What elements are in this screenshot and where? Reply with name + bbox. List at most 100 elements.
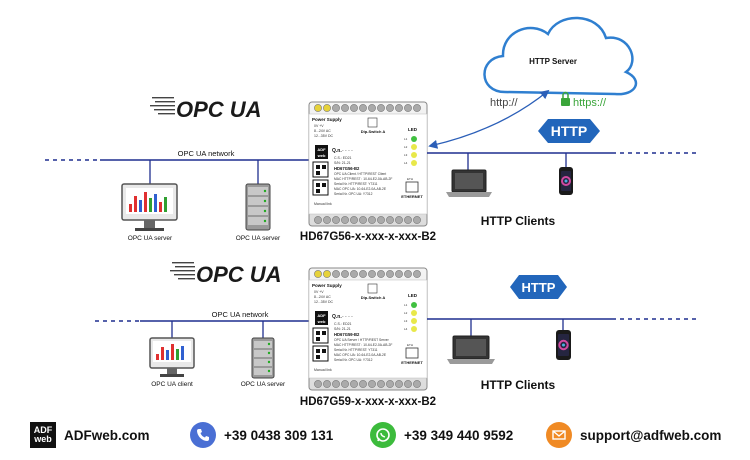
svg-text:LED: LED (408, 127, 418, 132)
svg-text:Power Supply: Power Supply (312, 117, 342, 122)
footer-whatsapp[interactable]: +39 349 440 9592 (370, 422, 513, 448)
https-label: https:// (573, 97, 607, 109)
svg-text:8...24V AC: 8...24V AC (314, 129, 331, 133)
gateway-device: Power Supply 0V +V 8...24V AC 12...35V D… (308, 101, 428, 227)
opcua-logo-top: OPC UA (150, 97, 262, 122)
svg-text:OPC UA Server / HTTP/REST Serv: OPC UA Server / HTTP/REST Server (334, 338, 390, 342)
svg-text:HTTP: HTTP (551, 123, 588, 139)
network-label: OPC UA network (212, 310, 269, 319)
http-clients-label: HTTP Clients (481, 214, 556, 228)
http-badge: HTTP (510, 275, 567, 299)
laptop-icon (446, 169, 492, 197)
svg-text:HD67G59-B2: HD67G59-B2 (334, 332, 360, 337)
footer-phone[interactable]: +39 0438 309 131 (190, 422, 333, 448)
svg-text:ETHERNET: ETHERNET (401, 360, 423, 365)
http-badge: HTTP (538, 119, 600, 143)
cloud-label: HTTP Server (529, 57, 577, 66)
http-label: http:// (490, 97, 518, 109)
email-address[interactable]: support@adfweb.com (580, 427, 722, 443)
svg-text:Serial Nr. HTTP/REST: Y7311: Serial Nr. HTTP/REST: Y7311 (334, 182, 378, 186)
svg-text:HD67G56-B2: HD67G56-B2 (334, 166, 360, 171)
server-rack-icon (245, 183, 271, 231)
svg-text:ETHERNET: ETHERNET (401, 194, 423, 199)
phone-number[interactable]: +39 0438 309 131 (224, 427, 334, 443)
svg-text:- - - -: - - - - (342, 314, 353, 320)
svg-text:L1: L1 (404, 137, 408, 141)
qr-code-icon (312, 327, 329, 344)
laptop-icon (447, 335, 495, 364)
svg-text:Serial Nr. OPC UA: Y7312: Serial Nr. OPC UA: Y7312 (334, 358, 373, 362)
ethernet-port-icon (405, 181, 419, 193)
svg-text:L3: L3 (404, 153, 408, 157)
whatsapp-number[interactable]: +39 349 440 9592 (404, 427, 514, 443)
site-link[interactable]: ADFweb.com (64, 427, 150, 443)
svg-text:12...35V DC: 12...35V DC (314, 300, 334, 304)
lock-icon (561, 91, 570, 106)
svg-text:LED: LED (408, 293, 418, 298)
smartphone-icon (556, 330, 571, 360)
smartphone-icon (559, 167, 573, 195)
svg-text:MAC HTTP/REST : 10-64-E2-0A-AB: MAC HTTP/REST : 10-64-E2-0A-AB-2F (334, 177, 392, 181)
svg-text:HTTP: HTTP (522, 280, 556, 295)
svg-text:Dip-Switch A: Dip-Switch A (361, 295, 386, 300)
device-model-label: HD67G56-x-xxx-x-xxx-B2 (300, 231, 436, 243)
svg-text:Serial Nr. OPC UA: Y7312: Serial Nr. OPC UA: Y7312 (334, 192, 373, 196)
svg-text:L4: L4 (404, 161, 408, 165)
http-clients-label: HTTP Clients (481, 378, 556, 392)
svg-text:web: web (317, 153, 326, 158)
svg-text:12...35V DC: 12...35V DC (314, 134, 334, 138)
svg-text:Q.n.: Q.n. (332, 314, 342, 320)
led-indicators: L1 L2 L3 L4 (404, 302, 417, 332)
svg-text:S/N: 21-21: S/N: 21-21 (334, 161, 351, 165)
svg-text:L3: L3 (404, 319, 408, 323)
server-rack-icon (251, 337, 275, 379)
http-server-cloud: HTTP Server (483, 16, 638, 96)
svg-text:0V +V: 0V +V (314, 124, 324, 128)
svg-text:L2: L2 (404, 311, 408, 315)
opcua-logo-bottom: OPC UA (170, 262, 282, 287)
svg-text:- - - -: - - - - (342, 148, 353, 154)
svg-text:Dip-Switch A: Dip-Switch A (361, 129, 386, 134)
monitor-icon (149, 337, 195, 377)
svg-text:L2: L2 (404, 145, 408, 149)
opcua-logo-text: OPC UA (196, 262, 282, 287)
svg-text:ETH: ETH (407, 343, 413, 347)
monitor-icon (121, 183, 178, 231)
svg-text:Serial Nr. HTTP/REST: Y7311: Serial Nr. HTTP/REST: Y7311 (334, 348, 378, 352)
ethernet-port-icon (405, 347, 419, 359)
svg-text:MAC OPC UA: 10-64-E2-0A-AB-2E: MAC OPC UA: 10-64-E2-0A-AB-2E (334, 353, 387, 357)
svg-text:OPC UA Client / HTTP/REST Clie: OPC UA Client / HTTP/REST Client (334, 172, 386, 176)
svg-text:0V +V: 0V +V (314, 290, 324, 294)
svg-text:Power Supply: Power Supply (312, 283, 342, 288)
svg-text:ADF: ADF (317, 147, 326, 152)
svg-text:C.S.: ED21: C.S.: ED21 (334, 156, 352, 160)
whatsapp-icon (370, 422, 396, 448)
svg-text:ADF: ADF (317, 313, 326, 318)
svg-text:Manual link: Manual link (314, 202, 332, 206)
svg-text:L1: L1 (404, 303, 408, 307)
adfweb-logo-device: ADF web (315, 311, 328, 325)
server2-label: OPC UA server (236, 235, 281, 242)
phone-icon (190, 422, 216, 448)
cloud-link-arrow (428, 89, 550, 149)
svg-text:C.S.: ED21: C.S.: ED21 (334, 322, 352, 326)
svg-text:L4: L4 (404, 327, 408, 331)
footer-email[interactable]: support@adfweb.com (546, 422, 721, 448)
device-model-label: HD67G59-x-xxx-x-xxx-B2 (300, 396, 436, 408)
svg-text:MAC HTTP/REST : 10-64-E2-0A-AB: MAC HTTP/REST : 10-64-E2-0A-AB-2F (334, 343, 392, 347)
dip-switch-icon (367, 117, 378, 128)
network-label: OPC UA network (178, 149, 235, 158)
gateway-device: Power Supply 0V +V 8...24V AC 12...35V D… (308, 267, 428, 391)
server-label: OPC UA server (241, 381, 286, 388)
qr-code-icon (312, 161, 329, 178)
opcua-logo-text: OPC UA (176, 97, 262, 122)
dip-switch-icon (367, 283, 378, 294)
svg-text:8...24V AC: 8...24V AC (314, 295, 331, 299)
client-label: OPC UA client (151, 381, 193, 388)
svg-text:web: web (317, 319, 326, 324)
diagram-canvas: HTTP Server http:// https:// OPC UA OPC … (45, 16, 700, 408)
svg-text:Manual link: Manual link (314, 368, 332, 372)
svg-text:MAC OPC UA: 10-64-E2-0A-AB-2E: MAC OPC UA: 10-64-E2-0A-AB-2E (334, 187, 387, 191)
